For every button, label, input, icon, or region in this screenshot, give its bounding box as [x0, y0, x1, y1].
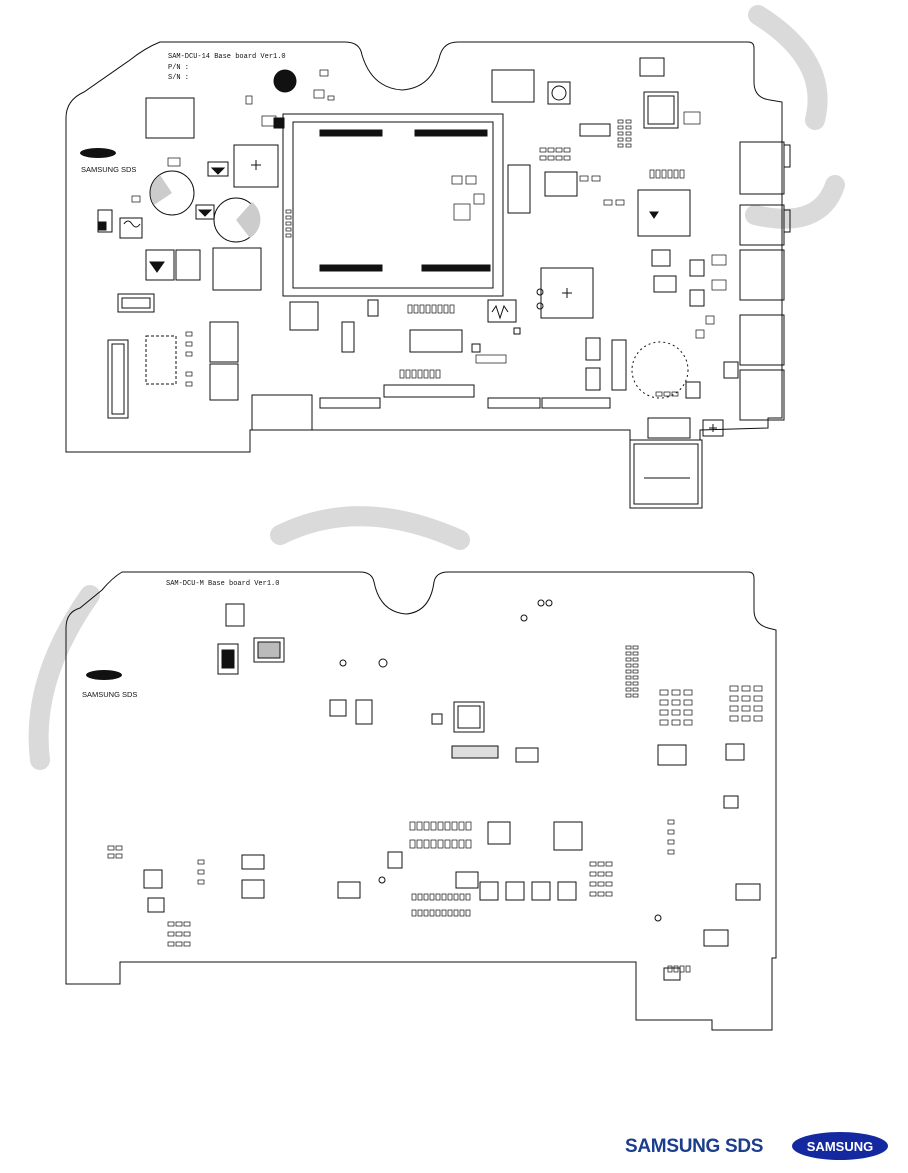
watermark — [39, 15, 835, 760]
top-board-sn: S/N : — [168, 74, 189, 82]
component-clusters — [132, 70, 726, 396]
samsung-logo-text: SAMSUNG — [807, 1139, 873, 1154]
bottom-board-title: SAM-DCU-M Base board Ver1.0 — [166, 580, 279, 588]
bottom-board — [66, 572, 776, 1030]
samsung-footer-logo: SAMSUNG — [792, 1132, 888, 1160]
fiducial-dot — [274, 70, 296, 92]
top-board-outline — [66, 42, 782, 452]
top-board-logo-text: SAMSUNG SDS — [81, 165, 136, 174]
bottom-board-logo-text: SAMSUNG SDS — [82, 690, 137, 699]
samsung-logo-bottom — [86, 670, 122, 680]
top-board-title: SAM-DCU-14 Base board Ver1.0 — [168, 53, 286, 61]
bottom-board-outline — [66, 572, 776, 1030]
samsung-logo-top — [80, 148, 116, 158]
top-board-pn: P/N : — [168, 64, 189, 72]
samsung-sds-footer-text: SAMSUNG SDS — [625, 1136, 763, 1158]
top-board — [66, 42, 790, 508]
bottom-component-clusters — [108, 646, 762, 972]
